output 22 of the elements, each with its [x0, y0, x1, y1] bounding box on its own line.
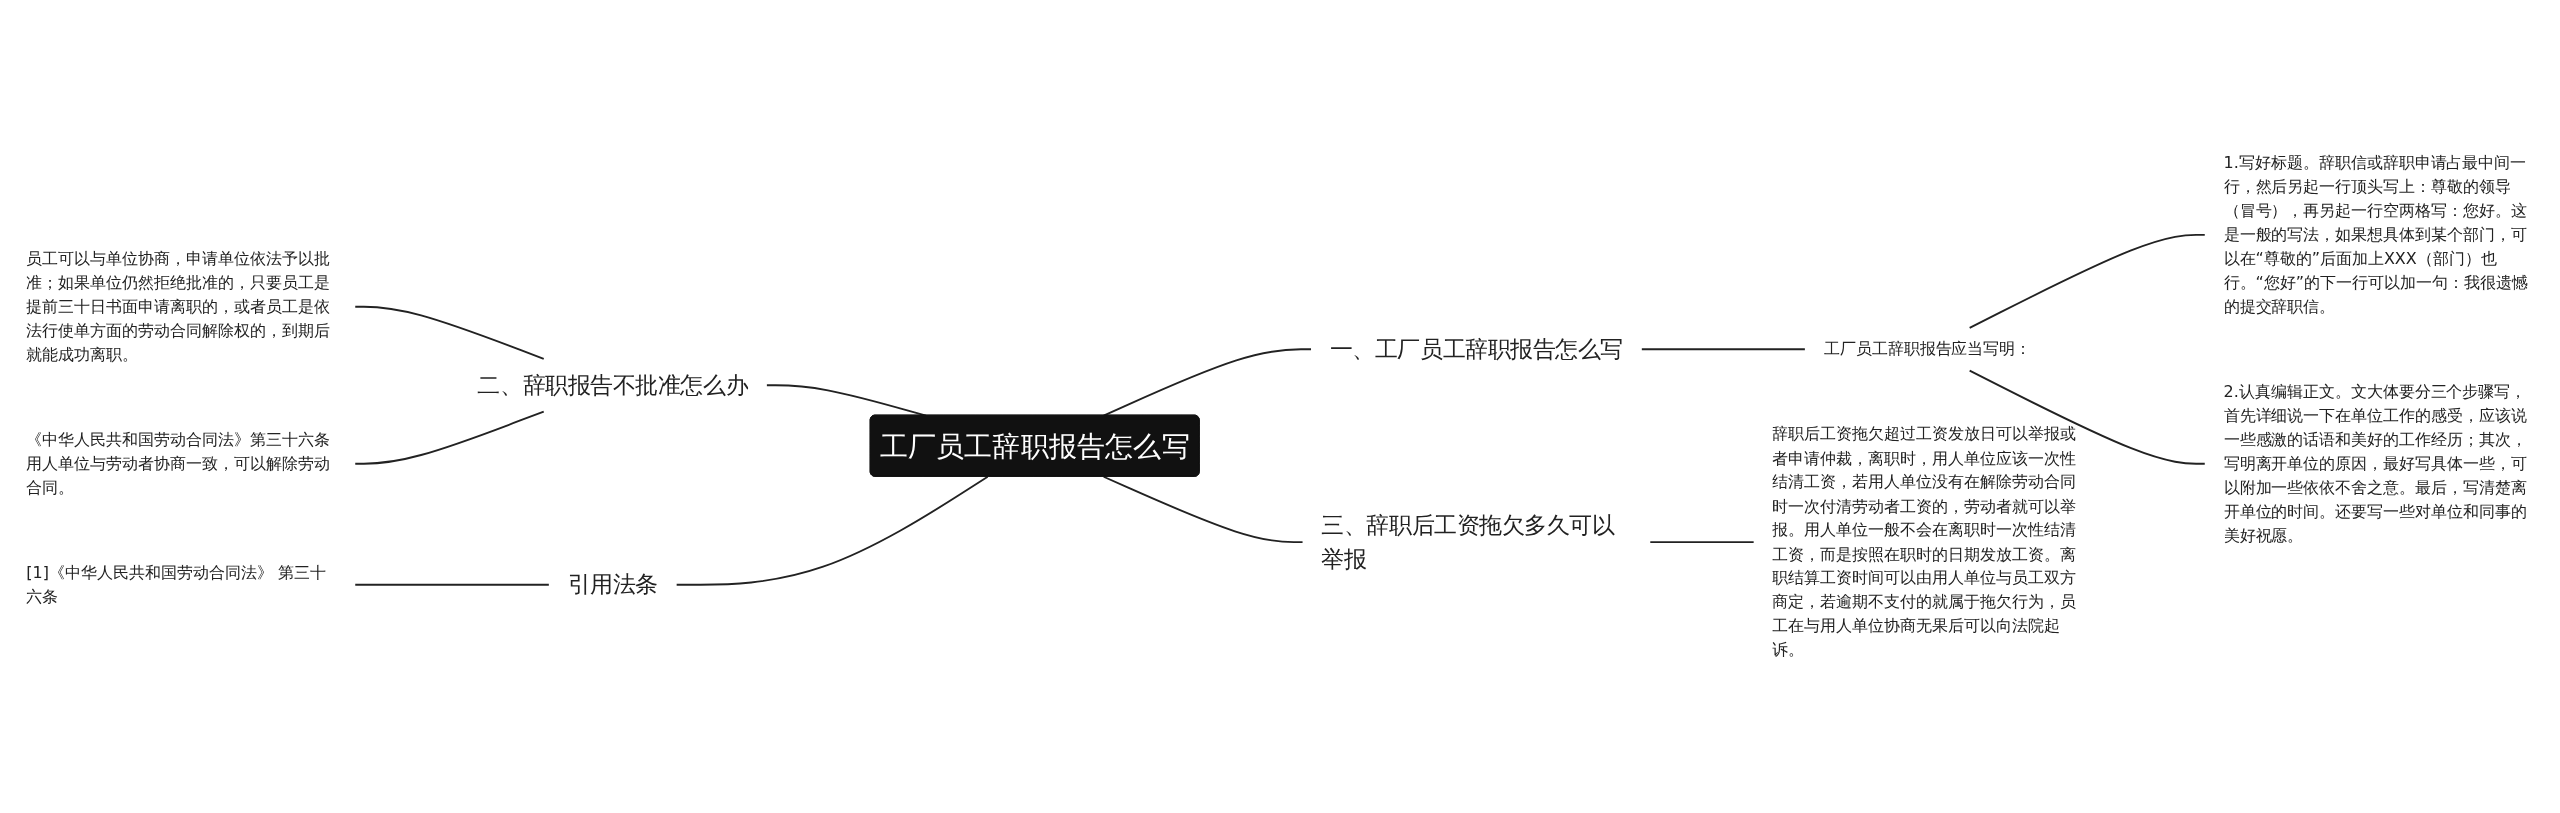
connector [1968, 369, 2206, 465]
node-text: 二、辞职报告不批准怎么办 [477, 372, 749, 399]
node-text: 一、工厂员工辞职报告怎么写 [1329, 336, 1624, 363]
connector [765, 384, 927, 417]
node-text: 《中华人民共和国劳动合同法》第三十六条用人单位与劳动者协商一致，可以解除劳动合同。 [26, 429, 330, 497]
connector [1649, 541, 1755, 544]
connector [354, 305, 545, 360]
connector [354, 410, 545, 465]
node-text: 引用法条 [567, 571, 658, 598]
connector [1640, 348, 1806, 351]
connector [675, 475, 989, 586]
node-text: 1.写好标题。辞职信或辞职申请占最中间一行，然后另起一行顶头写上：尊敬的领导（冒号），再另起一行空两格写：您好。这是一般的写法，如果想具体到某个部门，可以在“尊敬的”后面加上XXX（部门）也行。“您好”的下一行可以加一句：我很遗憾的提交辞职信。 [2223, 152, 2528, 316]
node-text: 2.认真编辑正文。文大体要分三个步骤写，首先详细说一下在单位工作的感受，应该说一些感激的话语和美好的工作经历；其次，写明离开单位的原因，最好写具体一些，可以附加一些依依不舍之意。最后，写清楚离开单位的时间。还要写一些对单位和同事的美好祝愿。 [2223, 381, 2528, 545]
node-text: [1]《中华人民共和国劳动合同法》 第三十六条 [26, 562, 326, 606]
node-text: 员工可以与单位协商，申请单位依法予以批准；如果单位仍然拒绝批准的，只要员工是提前三十日书面申请离职的，或者员工是依法行使单方面的劳动合同解除权的，到期后就能成功离职。 [26, 248, 330, 364]
connector [354, 583, 550, 586]
connector [1102, 475, 1304, 544]
node-text: 工厂员工辞职报告应当写明： [1823, 339, 2032, 358]
connector [1102, 348, 1312, 417]
node-text: 辞职后工资拖欠超过工资发放日可以举报或者申请仲裁，离职时，用人单位应该一次性结清工资，若用人单位没有在解除劳动合同时一次付清劳动者工资的，劳动者就可以举报。用人单位一般不会在离职时一次性结清工资，而是按照在职时的日期发放工资。离职结算工资时间可以由用人单位与员工双方商定，若逾期不支付的就属于拖欠行为，员工在与用人单位协商无果后可以向法院起诉。 [1772, 424, 2077, 659]
node-text: 三、辞职后工资拖欠多久可以举报 [1321, 512, 1615, 573]
connector [1968, 233, 2206, 329]
